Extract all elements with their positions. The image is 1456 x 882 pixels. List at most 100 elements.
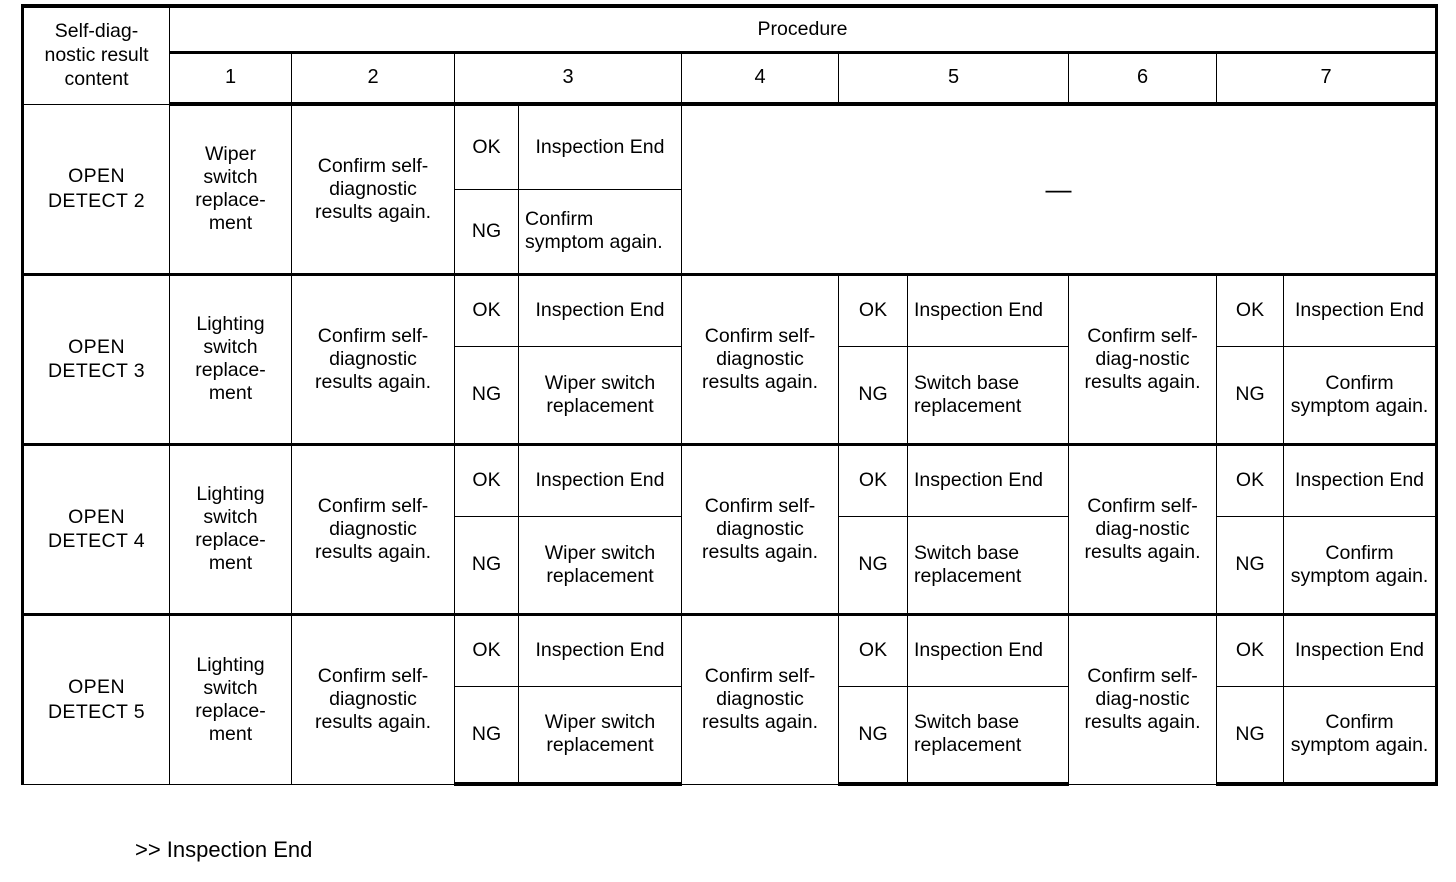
row-3-step-7-ng: Confirm symptom again.: [1282, 685, 1439, 786]
row-2-judgement-ok-a: OK: [454, 442, 519, 517]
row-2-step-6: Confirm self-diag-nostic results again.: [1068, 442, 1217, 615]
row-code-line-1: OPEN: [68, 676, 125, 699]
row-1-judgement-ng-c: NG: [1216, 345, 1284, 445]
row-3-judgement-ng-c: NG: [1216, 685, 1284, 786]
row-2-step-7-ng: Confirm symptom again.: [1282, 515, 1439, 615]
row-1-step-5-ng: Switch base replacement: [907, 345, 1069, 445]
row-1-step-7-ok: Inspection End: [1282, 272, 1439, 347]
row-3-judgement-ok-a: OK: [454, 612, 519, 687]
row-1-step-3-ng: Wiper switch replacement: [518, 345, 682, 445]
table-row: OPEN DETECT 5 Lighting switch replace- m…: [21, 612, 1439, 785]
row-3-step-1: Lighting switch replace- ment: [169, 612, 292, 785]
row-code-1: OPEN DETECT 3: [21, 272, 170, 445]
step1-line-3: replace-: [195, 529, 266, 551]
row-0-judgement-ng: NG: [454, 188, 519, 275]
step1-line-1: Lighting: [196, 313, 265, 335]
row-code-line-2: DETECT 2: [47, 189, 146, 212]
step1-line-4: ment: [208, 212, 253, 235]
row-code-line-2: DETECT 3: [47, 360, 146, 382]
row-0-step-2: Confirm self-diagnostic results again.: [291, 103, 455, 275]
step1-line-3: replace-: [195, 359, 266, 381]
table-header-row-top: Self-diag- nostic result content Procedu…: [21, 4, 1439, 105]
row-0-step-3-ng: Confirm symptom again.: [518, 188, 682, 275]
row-1-step-6: Confirm self-diag-nostic results again.: [1068, 272, 1217, 445]
table-row: OPEN DETECT 2 Wiper switch replace- ment…: [21, 103, 1439, 275]
step1-line-1: Wiper: [205, 143, 256, 166]
row-1-step-5-ok: Inspection End: [907, 272, 1069, 347]
step1-line-2: switch: [203, 166, 258, 189]
inspection-end-note: >> Inspection End: [135, 837, 313, 862]
row-code-2: OPEN DETECT 4: [21, 442, 170, 615]
row-2-judgement-ng-a: NG: [454, 515, 519, 615]
row-code-line-1: OPEN: [68, 505, 125, 528]
row-1-step-3-ok: Inspection End: [518, 272, 682, 347]
row-code-3: OPEN DETECT 5: [21, 612, 170, 785]
row-2-step-1: Lighting switch replace- ment: [169, 442, 292, 615]
row-1-judgement-ng-a: NG: [454, 345, 519, 445]
row-2-judgement-ok-b: OK: [838, 442, 908, 517]
table-row: NG Confirm symptom again.: [23, 188, 1437, 275]
row-2-judgement-ng-b: NG: [838, 515, 908, 615]
header-col-3: 3: [454, 51, 682, 106]
row-code-line-1: OPEN: [68, 335, 125, 358]
row-2-step-2: Confirm self-diagnostic results again.: [291, 442, 455, 615]
row-3-step-5-ok: Inspection End: [907, 612, 1069, 687]
header-label-line-1: Self-diag-: [54, 20, 139, 43]
step1-line-1: Lighting: [196, 483, 265, 505]
header-procedure: Procedure: [168, 4, 1439, 54]
step1-line-3: replace-: [195, 699, 266, 722]
row-3-step-6: Confirm self-diag-nostic results again.: [1068, 612, 1217, 785]
row-1-judgement-ok-b: OK: [838, 272, 908, 347]
row-2-step-5-ng: Switch base replacement: [907, 515, 1069, 615]
table-row: NG Wiper switch replacement NG Switch ba…: [23, 345, 1439, 445]
row-2-judgement-ng-c: NG: [1216, 515, 1284, 615]
header-col-6: 6: [1068, 51, 1217, 106]
table-row: NG Wiper switch replacement NG Switch ba…: [23, 515, 1439, 615]
header-col-5: 5: [838, 51, 1069, 106]
row-1-step-1: Lighting switch replace- ment: [169, 272, 292, 445]
row-3-judgement-ng-b: NG: [838, 685, 908, 786]
row-3-step-4: Confirm self-diagnostic results again.: [681, 612, 839, 785]
row-code-0: OPEN DETECT 2: [21, 103, 170, 275]
row-code-line-1: OPEN: [68, 165, 125, 188]
row-2-step-7-ok: Inspection End: [1282, 442, 1439, 517]
row-3-judgement-ok-c: OK: [1216, 612, 1284, 687]
step1-line-4: ment: [208, 382, 253, 404]
row-2-judgement-ok-c: OK: [1216, 442, 1284, 517]
row-2-step-3-ok: Inspection End: [518, 442, 682, 517]
header-col-2: 2: [291, 51, 455, 106]
header-col-7: 7: [1215, 51, 1439, 106]
header-label-line-3: content: [64, 67, 129, 90]
table-header-row-numbers: 1 2 3 4 5 6 7: [23, 51, 1439, 106]
row-1-step-2: Confirm self-diagnostic results again.: [291, 272, 455, 445]
step1-line-2: switch: [203, 676, 258, 699]
row-0-judgement-ok: OK: [454, 103, 519, 190]
row-3-step-5-ng: Switch base replacement: [907, 685, 1069, 786]
row-2-step-3-ng: Wiper switch replacement: [518, 515, 682, 615]
row-0-step-1: Wiper switch replace- ment: [169, 103, 292, 275]
row-3-judgement-ok-b: OK: [838, 612, 908, 687]
header-self-diagnostic-result-content: Self-diag- nostic result content: [21, 4, 170, 105]
row-3-judgement-ng-a: NG: [454, 685, 519, 786]
row-0-merged-dash: —: [680, 103, 1439, 275]
row-1-judgement-ng-b: NG: [838, 345, 908, 445]
row-1-judgement-ok-a: OK: [454, 272, 519, 347]
row-2-step-5-ok: Inspection End: [907, 442, 1069, 517]
row-3-step-2: Confirm self-diagnostic results again.: [291, 612, 455, 785]
step1-line-4: ment: [208, 552, 253, 574]
table-row: OPEN DETECT 3 Lighting switch replace- m…: [21, 272, 1439, 445]
row-1-judgement-ok-c: OK: [1216, 272, 1284, 347]
step1-line-2: switch: [203, 336, 258, 358]
row-2-step-4: Confirm self-diagnostic results again.: [681, 442, 839, 615]
row-3-step-7-ok: Inspection End: [1282, 612, 1439, 687]
row-3-step-3-ok: Inspection End: [518, 612, 682, 687]
table-row: NG Wiper switch replacement NG Switch ba…: [23, 685, 1439, 786]
row-0-step-3-ok: Inspection End: [518, 103, 682, 190]
step1-line-4: ment: [208, 722, 253, 745]
self-diagnostic-procedure-table: Self-diag- nostic result content Procedu…: [21, 4, 1439, 786]
row-code-line-2: DETECT 5: [47, 700, 146, 723]
header-label-line-2: nostic result: [44, 43, 149, 66]
row-code-line-2: DETECT 4: [47, 530, 146, 552]
row-1-step-4: Confirm self-diagnostic results again.: [681, 272, 839, 445]
